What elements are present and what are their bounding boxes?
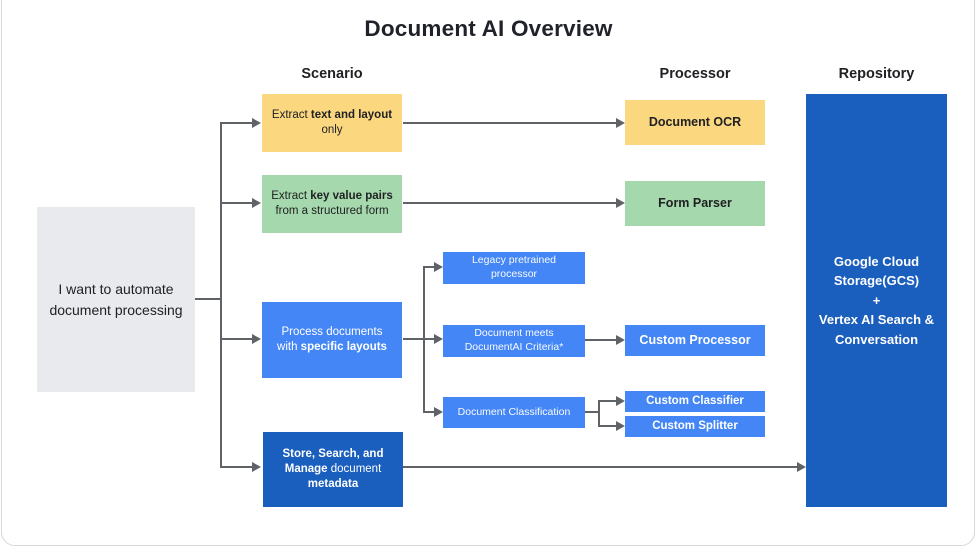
node-legacy-pretrained-processor: Legacy pretrained processor (443, 252, 585, 284)
node-document-meets-criteria: Document meets DocumentAI Criteria* (443, 325, 585, 357)
scenario-specific-layouts: Process documents with specific layouts (262, 302, 402, 378)
repository-line-plus: + (872, 292, 881, 308)
column-header-repository: Repository (838, 66, 915, 82)
node-document-classification: Document Classification (443, 397, 585, 428)
processor-custom-classifier: Custom Classifier (625, 391, 765, 412)
connector-root-stub (195, 298, 222, 300)
processor-custom-processor: Custom Processor (625, 325, 765, 356)
arrowhead-to-criteria (434, 334, 443, 344)
connector-to-legacy (423, 266, 434, 268)
arrowhead-layouts (252, 334, 261, 344)
connector-text-to-ocr (403, 122, 616, 124)
arrowhead-to-classification (434, 407, 443, 417)
page-title: Document AI Overview (364, 16, 613, 41)
connector-kv-to-form-parser (403, 202, 616, 204)
connector-classification-stub (585, 411, 600, 413)
arrowhead-to-repository (797, 462, 806, 472)
processor-document-ocr: Document OCR (625, 100, 765, 145)
connector-to-classification (423, 411, 434, 413)
repository-line-gcs: Google Cloud Storage(GCS) (833, 253, 920, 289)
arrowhead-to-classifier (616, 396, 625, 406)
connector-to-criteria (423, 338, 434, 340)
processor-form-parser: Form Parser (625, 181, 765, 226)
connector-branch-extract-kv (220, 202, 252, 204)
arrowhead-extract-text (252, 118, 261, 128)
column-header-scenario: Scenario (301, 66, 363, 82)
root-node-automate-processing: I want to automate document processing (37, 207, 195, 392)
arrowhead-extract-kv (252, 198, 261, 208)
repository-line-vertex: Vertex AI Search & Conversation (818, 312, 935, 347)
arrowhead-to-custom-processor (616, 335, 625, 345)
connector-layouts-stub (403, 338, 425, 340)
repository-gcs-vertex: Google Cloud Storage(GCS) + Vertex AI Se… (806, 94, 947, 507)
connector-root-trunk (220, 122, 222, 468)
connector-branch-store (220, 466, 252, 468)
processor-custom-splitter: Custom Splitter (625, 416, 765, 437)
arrowhead-to-ocr (616, 118, 625, 128)
connector-classification-trunk (598, 400, 600, 427)
arrowhead-to-splitter (616, 421, 625, 431)
arrowhead-store (252, 462, 261, 472)
arrowhead-to-legacy (434, 262, 443, 272)
connector-to-classifier (598, 400, 616, 402)
arrowhead-to-form-parser (616, 198, 625, 208)
scenario-extract-text-layout: Extract text and layout only (262, 94, 402, 152)
connector-store-to-repository (403, 466, 797, 468)
connector-to-splitter (598, 425, 616, 427)
connector-branch-layouts (220, 338, 252, 340)
column-header-processor: Processor (659, 66, 731, 82)
connector-branch-extract-text (220, 122, 252, 124)
scenario-extract-key-value: Extract key value pairs from a structure… (262, 175, 402, 233)
scenario-store-search-manage: Store, Search, and Manage document metad… (263, 432, 403, 507)
connector-criteria-to-custom-processor (585, 339, 616, 341)
